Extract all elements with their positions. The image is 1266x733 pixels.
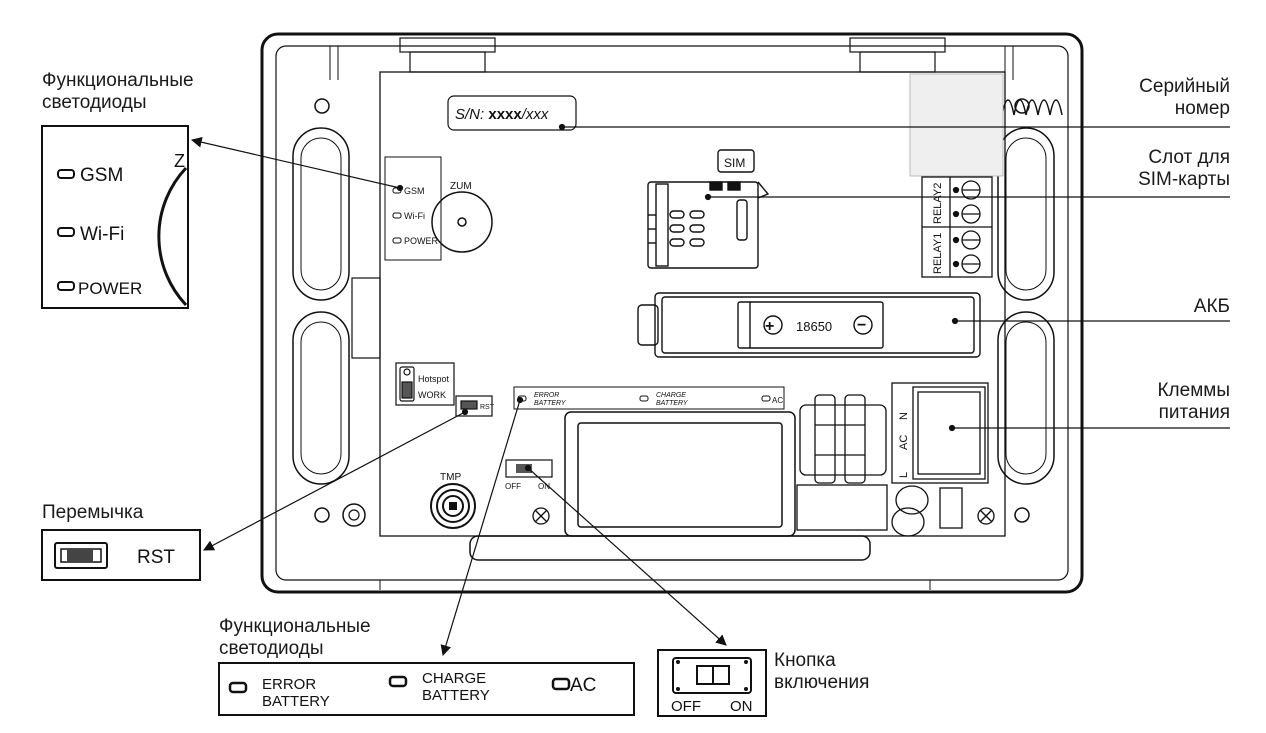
zoom-status-panel: ERROR BATTERY CHARGE BATTERY AC xyxy=(218,662,635,716)
zoom-error: ERROR xyxy=(262,676,316,693)
callout-jumper: Перемычка xyxy=(42,502,144,523)
battery-model: 18650 xyxy=(796,319,832,334)
callout-sim-slot-line2: SIM-карты xyxy=(1138,169,1230,190)
callout-power-terminals: Клеммы питания xyxy=(1157,380,1230,424)
zoom-jumper-panel: RST xyxy=(41,529,201,581)
callout-serial-line1: Серийный xyxy=(1139,76,1230,97)
display-window xyxy=(564,411,796,537)
sim-slot: SIM xyxy=(647,149,770,269)
pcb xyxy=(351,71,1006,537)
callout-func-leds-bottom-line2: светодиоды xyxy=(219,638,324,659)
zoom-z-label: Z xyxy=(174,151,185,171)
zoom-switch-panel: OFF ON xyxy=(657,649,767,717)
choke xyxy=(796,394,888,531)
zoom-charge: CHARGE xyxy=(422,670,486,687)
board-off: OFF xyxy=(505,482,521,491)
led-block: GSM Wi-Fi POWER xyxy=(384,156,442,261)
status-led-strip: ERROR BATTERY CHARGE BATTERY AC xyxy=(513,386,785,410)
zoom-gsm-label: GSM xyxy=(80,165,123,186)
relay-terminals: RELAY2 RELAY1 xyxy=(921,176,993,278)
callout-serial-line2: номер xyxy=(1174,98,1230,119)
callout-sim-slot: Слот для SIM-карты xyxy=(1138,147,1230,191)
callout-func-leds-top-line1: Функциональные xyxy=(42,70,194,91)
strip-ac: AC xyxy=(772,396,783,405)
serial-bold: xxxx xyxy=(488,106,522,123)
relay1-label: RELAY1 xyxy=(932,233,944,274)
board-led-gsm: GSM xyxy=(404,186,425,196)
callout-func-leds-top: Функциональные светодиоды xyxy=(42,70,194,114)
board-led-wifi: Wi-Fi xyxy=(404,211,425,221)
sim-label: SIM xyxy=(724,156,745,170)
zoom-off: OFF xyxy=(671,698,701,715)
serial-prefix: S/N: xyxy=(455,106,484,123)
serial-tail: /xxx xyxy=(521,106,549,123)
relay2-label: RELAY2 xyxy=(932,183,944,224)
zum-label: ZUM xyxy=(450,181,472,192)
callout-power-terminals-line1: Клеммы xyxy=(1157,380,1230,401)
zoom-power-label: POWER xyxy=(78,279,142,298)
callout-power-terminals-line2: питания xyxy=(1158,402,1230,423)
terminal-n: N xyxy=(898,412,910,420)
callout-power-switch-line2: включения xyxy=(774,672,870,693)
strip-error-battery: BATTERY xyxy=(534,400,567,407)
board-led-power: POWER xyxy=(404,236,439,246)
callout-func-leds-top-line2: светодиоды xyxy=(42,92,147,113)
serial-label: S/N: xxxx/xxx xyxy=(447,95,577,131)
callout-func-leds-bottom: Функциональные светодиоды xyxy=(219,616,371,660)
zoom-ac: AC xyxy=(570,675,596,696)
tamper-button: TMP xyxy=(430,472,476,529)
battery: + 18650 − xyxy=(637,292,981,358)
zoom-wifi-label: Wi-Fi xyxy=(80,224,124,245)
zoom-rst-label: RST xyxy=(137,547,175,568)
hotspot-label: Hotspot xyxy=(418,374,450,384)
work-label: WORK xyxy=(418,390,446,400)
buzzer: ZUM xyxy=(431,181,493,253)
serial-sticker xyxy=(909,73,1004,177)
board-screws xyxy=(532,507,995,525)
callout-battery: АКБ xyxy=(1193,296,1230,317)
zoom-on: ON xyxy=(730,698,753,715)
strip-charge: CHARGE xyxy=(656,392,686,399)
terminal-ac: AC xyxy=(898,435,910,450)
terminal-l: L xyxy=(898,472,910,478)
power-terminal-block: N AC L xyxy=(891,382,989,537)
board-power-switch: OFF ON xyxy=(505,459,553,491)
mode-switch: Hotspot WORK RST xyxy=(395,362,495,417)
zoom-led-panel: Z GSM Wi-Fi POWER xyxy=(41,125,189,309)
callout-sim-slot-line1: Слот для xyxy=(1148,147,1230,168)
callout-func-leds-bottom-line1: Функциональные xyxy=(219,616,371,637)
zoom-charge-battery: BATTERY xyxy=(422,687,490,704)
leader-lines xyxy=(190,123,1230,657)
board-on: ON xyxy=(538,482,550,491)
callout-power-switch-line1: Кнопка xyxy=(774,650,836,671)
callout-power-switch: Кнопка включения xyxy=(774,650,869,694)
strip-charge-battery: BATTERY xyxy=(656,400,689,407)
strip-error: ERROR xyxy=(534,392,559,399)
battery-minus: − xyxy=(857,317,866,334)
board-rst-label: RST xyxy=(480,404,495,411)
tmp-label: TMP xyxy=(440,472,461,483)
zoom-error-battery: BATTERY xyxy=(262,693,330,710)
callout-serial: Серийный номер xyxy=(1139,76,1230,120)
battery-plus: + xyxy=(765,318,774,335)
svg-text:S/N: xxxx/xxx: S/N: xxxx/xxx xyxy=(455,106,549,123)
